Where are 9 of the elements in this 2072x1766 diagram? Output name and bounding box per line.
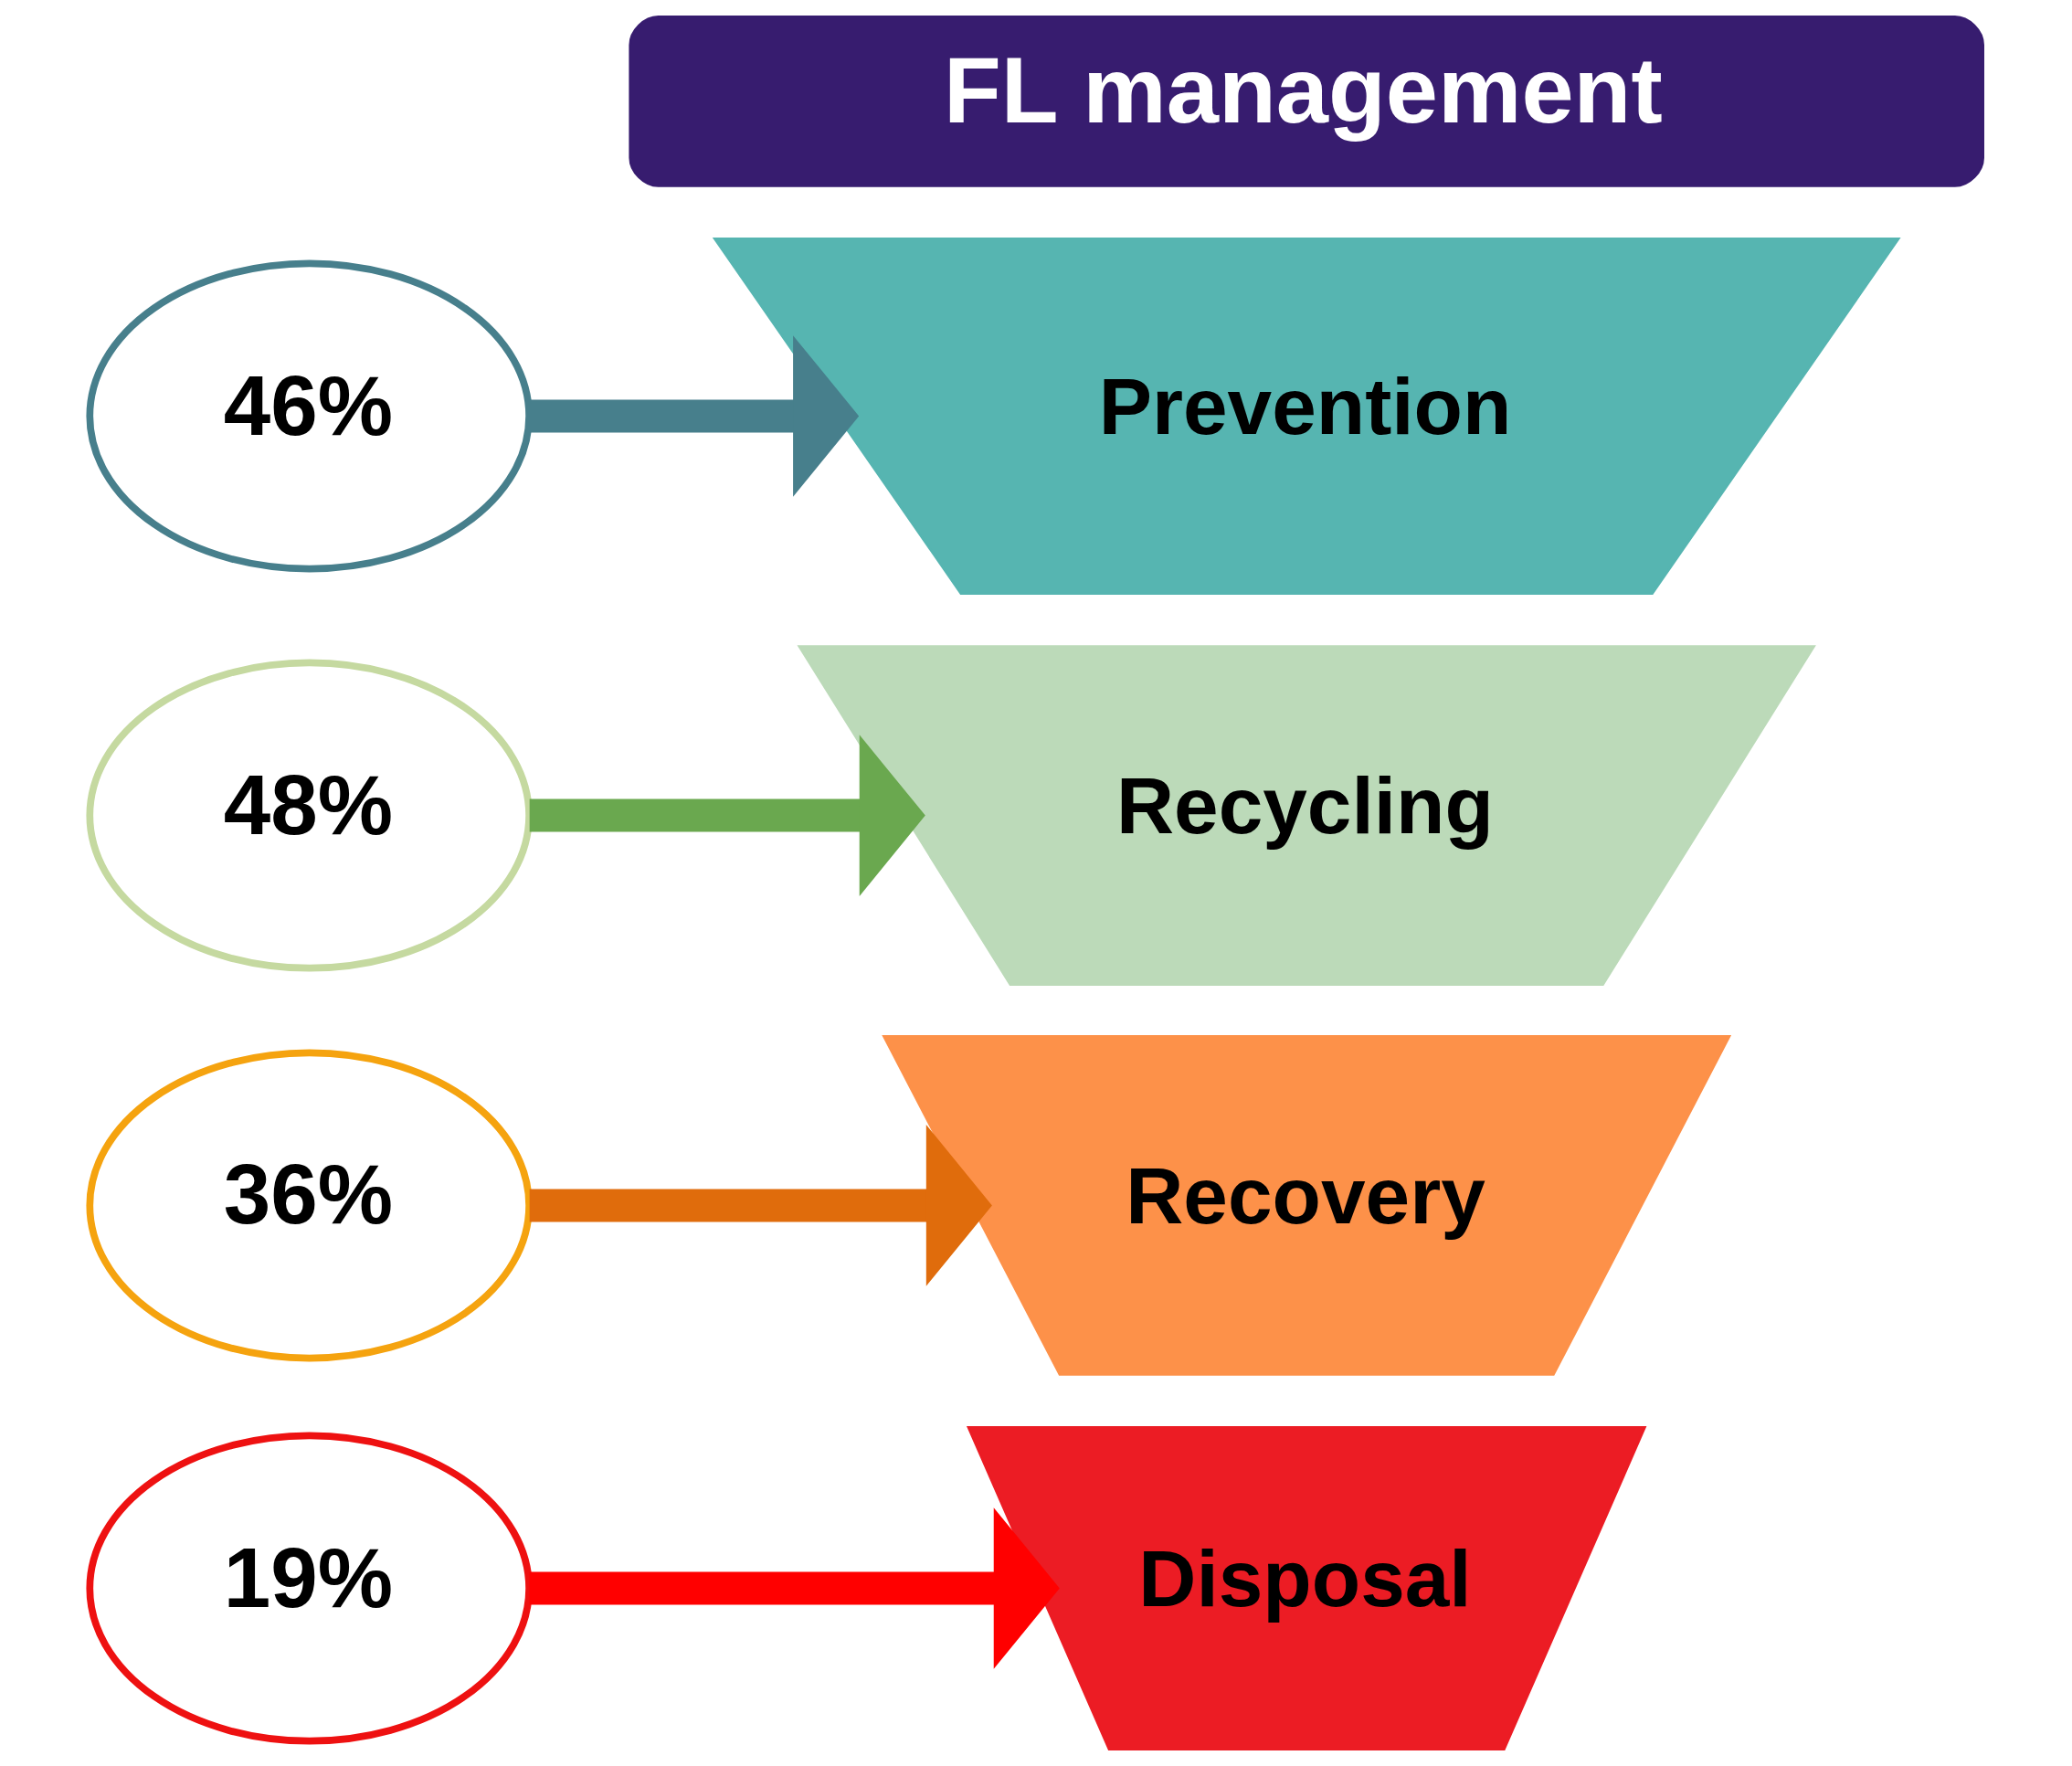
node-box: FL management bbox=[628, 16, 1984, 187]
arrow bbox=[529, 335, 859, 497]
node-ellipse: 46% bbox=[85, 259, 533, 573]
arrow bbox=[529, 735, 925, 896]
node-ellipse: 36% bbox=[85, 1049, 533, 1362]
node-ellipse: 48% bbox=[85, 659, 533, 972]
arrow bbox=[529, 1125, 992, 1286]
arrow bbox=[529, 1507, 1060, 1669]
node-ellipse: 19% bbox=[85, 1432, 533, 1745]
